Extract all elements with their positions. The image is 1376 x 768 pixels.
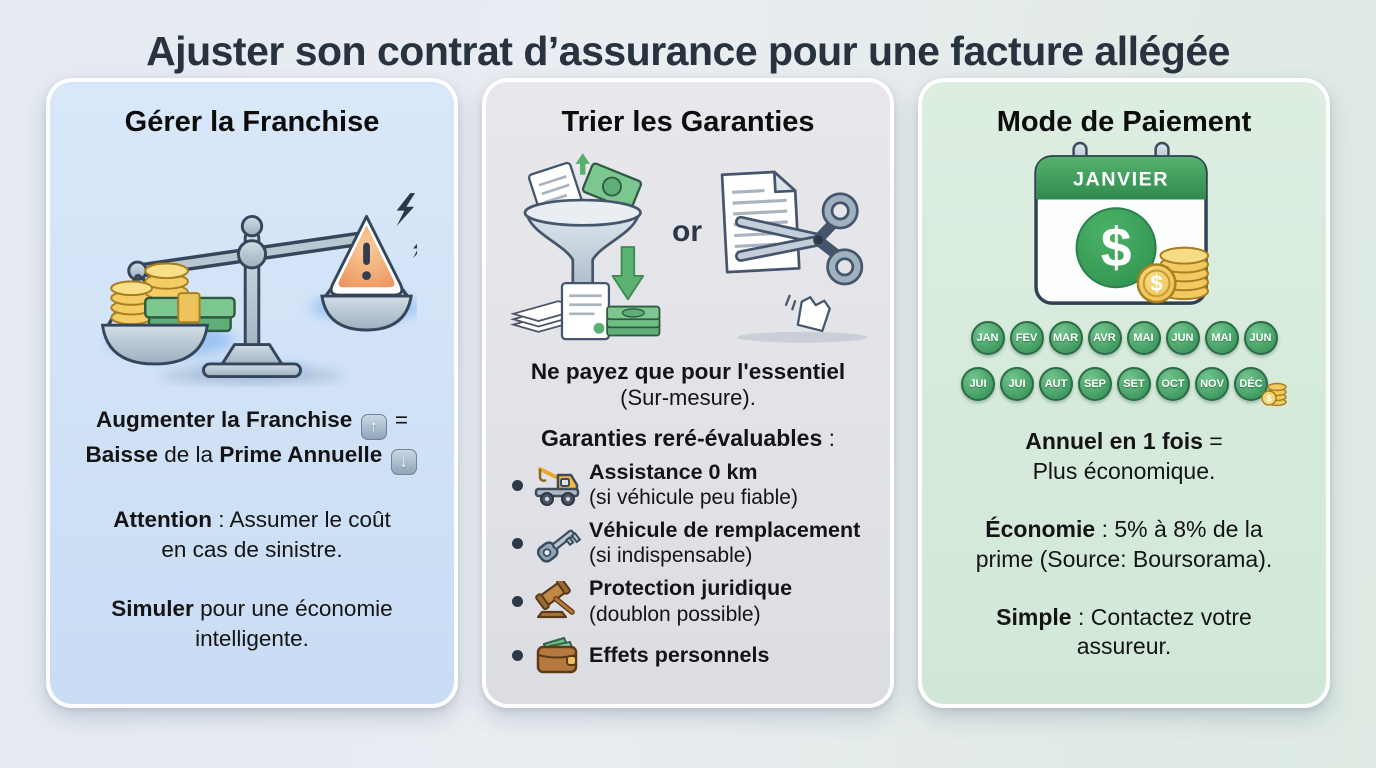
funnel-icon <box>509 153 661 341</box>
month-badge: JUN <box>1243 321 1278 355</box>
month-badge: MAI <box>1204 321 1239 355</box>
dollar-coin-icon: $ <box>1136 263 1177 304</box>
month-badge: JUN <box>1165 321 1200 355</box>
or-label: or <box>672 215 702 248</box>
lightning-icon <box>396 193 417 259</box>
paiement-annual: Annuel en 1 fois = Plus économique. <box>1025 428 1223 484</box>
garanties-list-title: Garanties reré-évaluables : <box>540 425 836 451</box>
warning-triangle-icon <box>329 214 404 297</box>
scissors-icon <box>720 170 868 343</box>
list-item-effets: Effets personnels <box>512 634 870 676</box>
cards-row: Gérer la Franchise <box>0 78 1376 708</box>
bullet-dot <box>512 649 523 661</box>
paiement-economy: Économie : 5% à 8% de la prime (Source: … <box>975 515 1273 572</box>
franchise-simulate: Simuler pour une économie intelligente. <box>111 596 393 652</box>
approved-document-icon <box>560 281 611 341</box>
month-badge: AUT <box>1039 367 1073 401</box>
month-badge: MAI <box>1126 321 1161 355</box>
key-icon <box>533 523 583 565</box>
month-badge: OCT <box>1156 367 1190 401</box>
garanties-lead: Ne payez que pour l'essentiel (Sur-mesur… <box>530 359 846 410</box>
bullet-dot <box>512 538 523 550</box>
paiement-simple: Simple : Contactez votre assureur. <box>996 603 1252 660</box>
card-paiement-title: Mode de Paiement <box>996 106 1252 138</box>
bullet-dot <box>512 596 523 608</box>
list-item-protection: Protection juridique (doublon possible) <box>512 576 870 627</box>
balance-scale-icon <box>70 141 434 391</box>
month-badges-row2: JUI JUI AUT SEP SET OCT NOV DÉC $ <box>942 361 1306 407</box>
list-item-assistance: Assistance 0 km (si véhicule peu fiable) <box>512 460 870 511</box>
month-badge: JUI <box>1000 367 1034 401</box>
small-coin-stack-icon: $ <box>1261 382 1287 407</box>
card-garanties: Trier les Garanties <box>482 78 894 708</box>
franchise-attention: Attention : Assumer le coût en cas de si… <box>113 507 391 562</box>
franchise-equation: Augmenter la Franchise ↑ = Baisse de la … <box>70 405 434 475</box>
infographic-root: Ajuster son contrat d’assurance pour une… <box>0 28 1376 708</box>
month-badge: JAN <box>970 321 1005 355</box>
svg-text:$: $ <box>1266 394 1271 404</box>
month-badge: FEV <box>1009 321 1044 355</box>
dollar-sign: $ <box>1101 217 1132 279</box>
up-arrow-icon: ↑ <box>360 414 387 440</box>
card-franchise-title: Gérer la Franchise <box>124 106 380 138</box>
svg-text:$: $ <box>1151 271 1163 296</box>
card-garanties-title: Trier les Garanties <box>561 106 815 138</box>
month-badge: MAR <box>1048 321 1083 355</box>
month-badge: JUI <box>961 367 995 401</box>
calendar-month-label: JANVIER <box>1073 168 1169 190</box>
bullet-dot <box>512 480 523 492</box>
month-badges-row1: JAN FEV MAR AVR MAI JUN MAI JUN <box>942 321 1306 355</box>
garanties-illustration: or <box>506 143 870 351</box>
list-item-vehicule: Véhicule de remplacement (si indispensab… <box>512 518 870 569</box>
paper-scrap-icon <box>796 296 831 333</box>
calendar-icon: JANVIER $ $ <box>942 141 1306 313</box>
card-paiement: Mode de Paiement <box>918 78 1330 708</box>
coin-stack-icon <box>1159 246 1209 301</box>
garanties-list: Assistance 0 km (si véhicule peu fiable) <box>506 460 870 676</box>
bill-stack-icon <box>606 305 661 337</box>
month-badge: SEP <box>1078 367 1112 401</box>
month-badge: DÉC <box>1234 367 1268 401</box>
down-arrow-icon: ↓ <box>390 449 417 475</box>
page-title: Ajuster son contrat d’assurance pour une… <box>146 28 1230 74</box>
month-badge: NOV <box>1195 367 1229 401</box>
wallet-icon <box>533 634 583 676</box>
month-badge: SET <box>1117 367 1151 401</box>
gavel-icon <box>533 580 583 623</box>
month-badge: AVR <box>1087 321 1122 355</box>
tow-truck-icon <box>533 465 583 507</box>
card-franchise: Gérer la Franchise <box>46 78 458 708</box>
